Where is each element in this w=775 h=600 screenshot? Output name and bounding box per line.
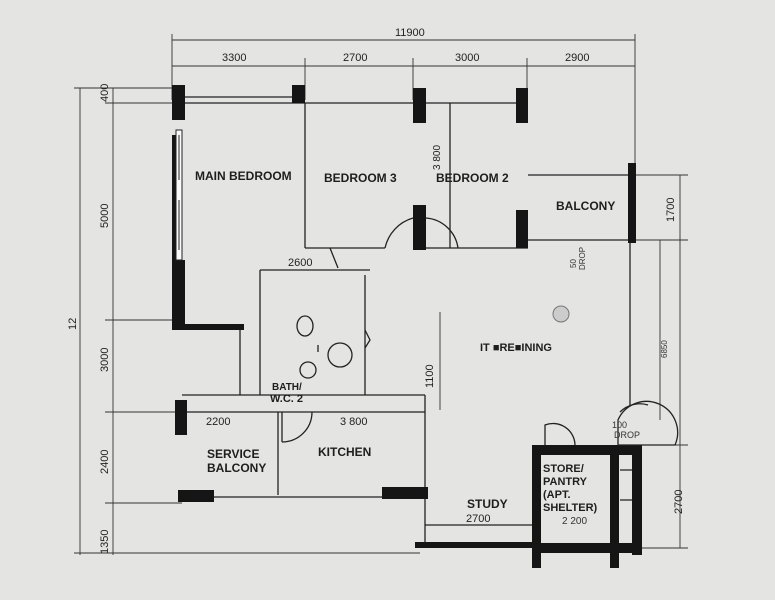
left-dimension-lines [74,87,420,555]
service-balcony-label: SERVICE [207,447,259,461]
top-dim-2: 2700 [343,52,367,64]
balcony-label: BALCONY [556,199,615,213]
study-label: STUDY [467,497,508,511]
store-label-2: PANTRY [543,476,588,488]
balcony-drop-value: 50 [569,259,578,268]
study-width-label: 2700 [466,513,490,525]
left-dim-4: 2400 [99,450,111,474]
right-dim-2: 2700 [673,490,685,514]
store-width-label: 2 200 [562,516,587,527]
top-dim-4: 2900 [565,52,589,64]
store-label-3: (APT. [543,489,571,501]
bedroom2-depth-mark: 3 800 [432,145,443,170]
right-side-mark: 6850 [660,340,669,358]
windows [175,129,183,261]
right-dim-1: 1700 [665,198,677,222]
top-dim-3: 3000 [455,52,479,64]
kitchen-width-label: 3 800 [340,416,368,428]
kitchen-label: KITCHEN [318,445,371,459]
overall-width-label: 11900 [395,27,425,39]
store-label-1: STORE/ [543,463,584,475]
bathroom-fixtures [296,305,570,379]
left-dim-2: 5000 [99,204,111,228]
left-dim-5: 1350 [99,530,111,554]
main-bedroom-label: MAIN BEDROOM [195,169,292,183]
bath-label: BATH/ [272,382,302,393]
left-total: 12 [67,318,79,330]
top-dim-1: 3300 [222,52,246,64]
top-dimension-lines [171,34,636,165]
service-balcony-label-2: BALCONY [207,461,266,475]
left-dim-3: 3000 [99,348,111,372]
living-height-mark: 1100 [424,364,436,388]
store-label-4: SHELTER) [543,502,598,514]
wc-width-label: 2600 [288,257,312,269]
interior-partitions [182,96,642,548]
bedroom2-label: BEDROOM 2 [436,171,509,185]
main-drop-value: 100 [612,420,627,430]
balcony-drop-text: DROP [578,247,587,270]
service-width-label: 2200 [206,416,230,428]
living-dining-label: IT ■RE■INING [480,342,552,354]
structural-walls [172,85,642,568]
main-drop-text: DROP [614,430,640,440]
bedroom3-label: BEDROOM 3 [324,171,397,185]
door-swings [281,217,679,446]
left-dim-1: 400 [99,84,111,102]
wc-label: W.C. 2 [270,393,303,405]
